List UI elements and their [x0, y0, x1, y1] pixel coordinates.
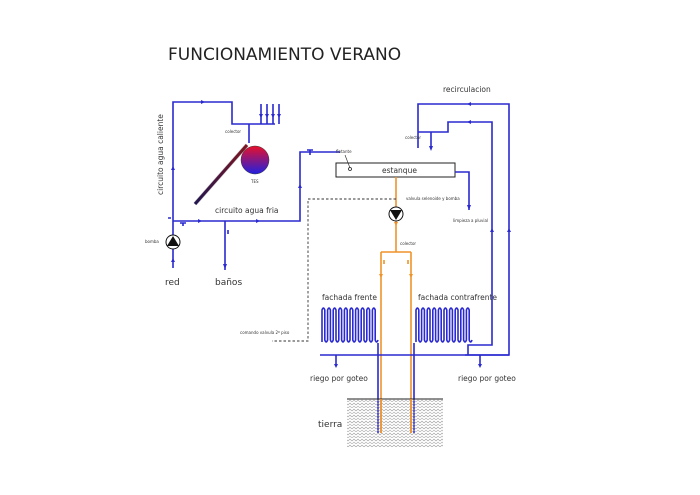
limpieza-label: limpieza a pluvial	[453, 218, 488, 223]
tes-label: TES	[250, 179, 259, 184]
source-red-label: red	[165, 278, 180, 288]
hot-water-circuit	[168, 100, 340, 270]
cold-water-circuit-label: circuito agua fria	[215, 206, 279, 215]
facade-rear-coil	[415, 307, 473, 343]
solar-collector-label: colector	[225, 129, 241, 134]
solar-collector-panel	[193, 144, 249, 205]
estanque-label: estanque	[382, 166, 417, 175]
ground-soil	[347, 399, 443, 447]
command-line	[272, 198, 396, 342]
orange-collector-label: colector	[400, 241, 416, 246]
facade-front-coil	[321, 307, 379, 343]
tierra-label: tierra	[318, 420, 342, 430]
pump-icon	[165, 234, 181, 250]
coil-path	[415, 307, 473, 343]
recirculation-circuit	[417, 102, 511, 356]
pump-label: bomba	[145, 239, 159, 244]
tes-tank	[240, 145, 270, 175]
riego-front-label: riego por goteo	[310, 374, 368, 383]
valvula-label: valvula selenoide y bomba	[406, 196, 460, 201]
facade-front-label: fachada frente	[322, 293, 377, 302]
hot-water-circuit-label: circuito agua caliente	[156, 114, 165, 195]
facade-rear-label: fachada contrafrente	[418, 293, 497, 302]
flotante-label: flotante	[336, 149, 352, 154]
solenoid-valve-pump-icon	[388, 206, 404, 222]
riego-rear-label: riego por goteo	[458, 374, 516, 383]
page-title: FUNCIONAMIENTO VERANO	[168, 45, 401, 65]
coil-path	[321, 307, 379, 343]
banos-label: baños	[215, 278, 242, 288]
recirc-collector-label: colector	[405, 135, 421, 140]
recirculacion-label: recirculacion	[443, 85, 491, 94]
comando-label: comando valvula 2º piso	[240, 330, 290, 335]
